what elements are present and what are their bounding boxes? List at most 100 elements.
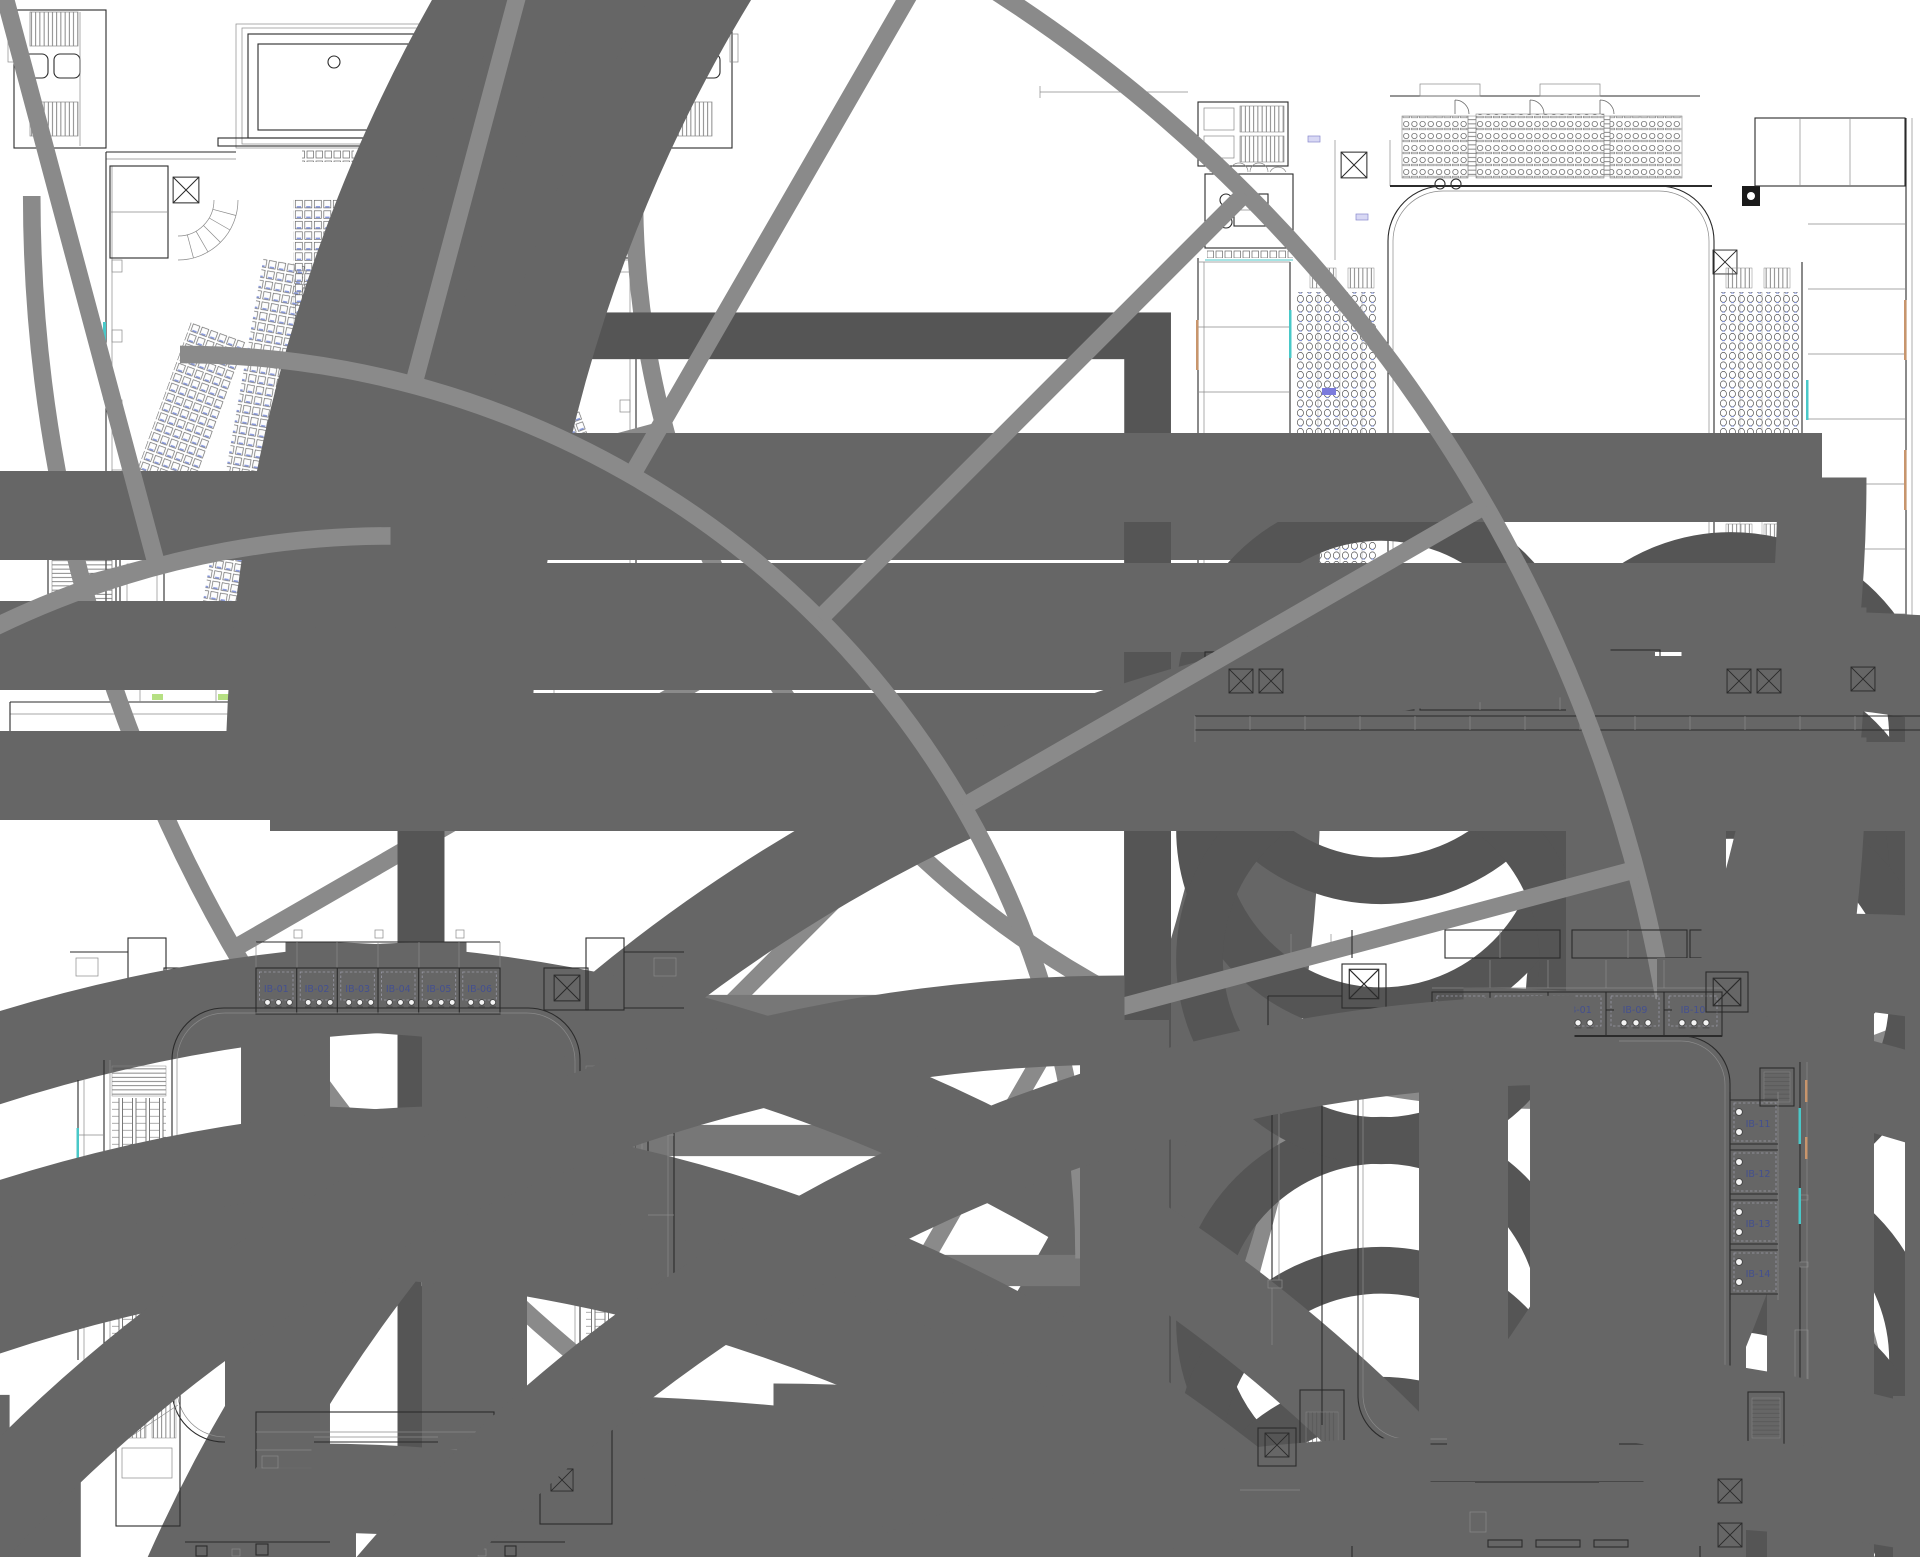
interpreter-console-icon xyxy=(1632,1019,1640,1030)
interpreter-console-icon xyxy=(304,999,312,1009)
interpreter-console-icon xyxy=(315,999,323,1009)
booth-ib-14: IB-14 xyxy=(1733,1252,1777,1292)
booth-ib-03: IB-03 xyxy=(340,971,375,1009)
stair-run xyxy=(111,1065,167,1097)
fixture-marker xyxy=(1355,213,1369,221)
booth-label: IB-06 xyxy=(467,984,492,995)
booth-label: IB-05 xyxy=(427,984,452,995)
interpreter-console-icon xyxy=(1702,1019,1710,1030)
interpreter-console-icon xyxy=(396,999,405,1009)
interpreter-console-icon xyxy=(1690,1019,1698,1030)
booth-ib-12: IB-12 xyxy=(1733,1152,1777,1192)
stage-front-seat-row xyxy=(302,150,354,162)
floor-accent xyxy=(152,694,163,700)
wall-accent xyxy=(76,1128,79,1164)
booth-ib-11: IB-11 xyxy=(1733,1102,1777,1142)
interpreter-console-icon xyxy=(1735,1278,1743,1286)
side-booth-block xyxy=(1729,1092,1779,1300)
wall-accent xyxy=(1196,320,1199,370)
interpreter-console-icon xyxy=(478,999,486,1009)
interpreter-console-icon xyxy=(1735,1158,1743,1166)
booth-label: IB-04 xyxy=(386,984,411,995)
office-row-right xyxy=(264,118,1913,1557)
wall-accent xyxy=(1904,450,1907,510)
stage-column xyxy=(327,55,341,69)
partition-accent xyxy=(1289,570,1292,618)
interpreter-console-icon xyxy=(285,999,294,1009)
booth-ib-06: IB-06 xyxy=(462,971,497,1009)
booth-label: IB-14 xyxy=(1746,1269,1771,1280)
partition-accent xyxy=(1289,440,1292,488)
table xyxy=(1487,1539,1523,1548)
stair-top-right xyxy=(17,1039,1795,1557)
booth-label: IB-09 xyxy=(1623,1005,1648,1016)
ground-line-ticks xyxy=(1194,715,1920,744)
interpreter-console-icon xyxy=(1586,1019,1594,1030)
interpreter-console-icon xyxy=(1735,1128,1743,1136)
booth-label: IB-12 xyxy=(1746,1169,1771,1180)
bottom-center-rooms xyxy=(0,1481,1920,1557)
elevator-room-bottom-left xyxy=(1240,1427,1300,1491)
wall-accent xyxy=(1904,300,1907,360)
interpreter-console-icon xyxy=(407,999,416,1009)
booth-ib-08: IB-08 xyxy=(1490,995,1544,1030)
booth-ib-09: IB-09 xyxy=(1606,995,1660,1030)
floor-accent xyxy=(322,694,333,700)
booth-ib-02: IB-02 xyxy=(299,971,335,1009)
top-band-rooms xyxy=(1290,929,1920,1557)
partition-accent xyxy=(1798,1108,1801,1144)
interpreter-console-icon xyxy=(356,999,364,1009)
interpreter-console-icon xyxy=(263,999,272,1009)
interpreter-console-icon xyxy=(426,999,434,1009)
fixture-marker xyxy=(1307,135,1321,143)
booth-ib-05: IB-05 xyxy=(421,971,457,1009)
booth-ob-01: OB-01 xyxy=(1548,995,1602,1030)
interpreter-console-icon xyxy=(489,999,497,1009)
interpreter-console-icon xyxy=(1644,1019,1652,1030)
wall-accent xyxy=(1805,1137,1808,1159)
booth-label: IB-01 xyxy=(264,984,289,995)
booth-label: IB-03 xyxy=(345,984,370,995)
top-right-corner-rooms xyxy=(0,937,684,1557)
interpreter-console-icon xyxy=(1735,1178,1743,1186)
highlighted-seats xyxy=(1322,388,1336,395)
table xyxy=(1535,1539,1581,1548)
elevator-room-top-right xyxy=(1705,971,1749,1013)
booth-label: IB-13 xyxy=(1746,1219,1771,1230)
booth-label: IB-02 xyxy=(305,984,330,995)
partition-accent xyxy=(1798,1188,1801,1224)
bottom-rooms xyxy=(53,649,1920,1557)
interpreter-console-icon xyxy=(274,999,283,1009)
outer-wall-right xyxy=(1794,1062,1809,1446)
plan-gallery-level xyxy=(0,83,1920,1557)
wall-accent xyxy=(1805,1080,1808,1102)
interpreter-console-icon xyxy=(437,999,445,1009)
booth-ib-04: IB-04 xyxy=(381,971,416,1009)
stair-tower-bottom-right xyxy=(1747,1391,1785,1491)
interpreter-console-icon xyxy=(385,999,394,1009)
booth-ib-07: IB-07 xyxy=(1432,995,1486,1030)
interpreter-console-icon xyxy=(326,999,334,1009)
booth-label: IB-10 xyxy=(1681,1005,1706,1016)
interpreter-console-icon xyxy=(1735,1228,1743,1236)
plan-booth-level-east: IB-07 IB-08 OB-01 IB-09 IB-10 xyxy=(0,929,1920,1557)
interpreter-console-icon xyxy=(448,999,456,1009)
booth-ib-10: IB-10 xyxy=(1664,995,1718,1030)
interpreter-console-icon xyxy=(467,999,475,1009)
room-top-right xyxy=(1754,117,1906,187)
booth-label: IB-07 xyxy=(1449,1005,1474,1016)
interpreter-console-icon xyxy=(1735,1208,1743,1216)
booth-label: OB-01 xyxy=(1562,1005,1592,1016)
stair-tower-top-left xyxy=(1197,101,1289,173)
interpreter-console-icon xyxy=(1735,1258,1743,1266)
partition-accent xyxy=(1289,310,1292,358)
interpreter-console-icon xyxy=(1735,1108,1743,1116)
table xyxy=(1593,1539,1629,1548)
booth-label: IB-08 xyxy=(1507,1005,1532,1016)
interpreter-console-icon xyxy=(1620,1019,1628,1030)
booth-ib-01: IB-01 xyxy=(259,971,294,1009)
booth-label: IB-11 xyxy=(1746,1119,1771,1130)
service-shaft-glyph xyxy=(1747,192,1755,200)
